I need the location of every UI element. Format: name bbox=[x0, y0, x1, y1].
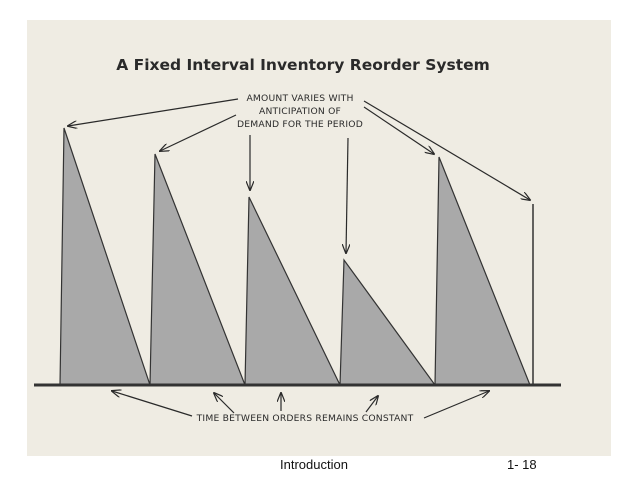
footer-section-label: Introduction bbox=[280, 457, 348, 472]
arrow-to-peak-1 bbox=[68, 98, 239, 126]
top-annotation-line-2: ANTICIPATION OF bbox=[259, 106, 341, 117]
inventory-cycle-1 bbox=[59, 127, 151, 386]
arrow-to-peak-2 bbox=[160, 114, 237, 151]
arrow-to-peak-5 bbox=[363, 106, 434, 154]
arrow-to-peak-4 bbox=[346, 137, 348, 253]
inventory-cycle-4 bbox=[339, 258, 437, 386]
inventory-cycle-3 bbox=[244, 196, 341, 386]
footer-page-number: 1- 18 bbox=[507, 457, 537, 472]
bottom-annotation: TIME BETWEEN ORDERS REMAINS CONSTANT bbox=[196, 413, 414, 424]
arrow-to-interval-2 bbox=[214, 393, 235, 414]
diagram-title: A Fixed Interval Inventory Reorder Syste… bbox=[116, 56, 490, 74]
arrow-to-next-order bbox=[363, 100, 530, 200]
arrow-to-interval-4 bbox=[365, 396, 378, 413]
inventory-cycle-2 bbox=[149, 153, 246, 386]
top-annotation-line-3: DEMAND FOR THE PERIOD bbox=[237, 119, 363, 130]
top-annotation-line-1: AMOUNT VARIES WITH bbox=[246, 93, 353, 104]
arrow-to-interval-1 bbox=[112, 391, 193, 417]
arrow-to-interval-5 bbox=[423, 391, 489, 419]
